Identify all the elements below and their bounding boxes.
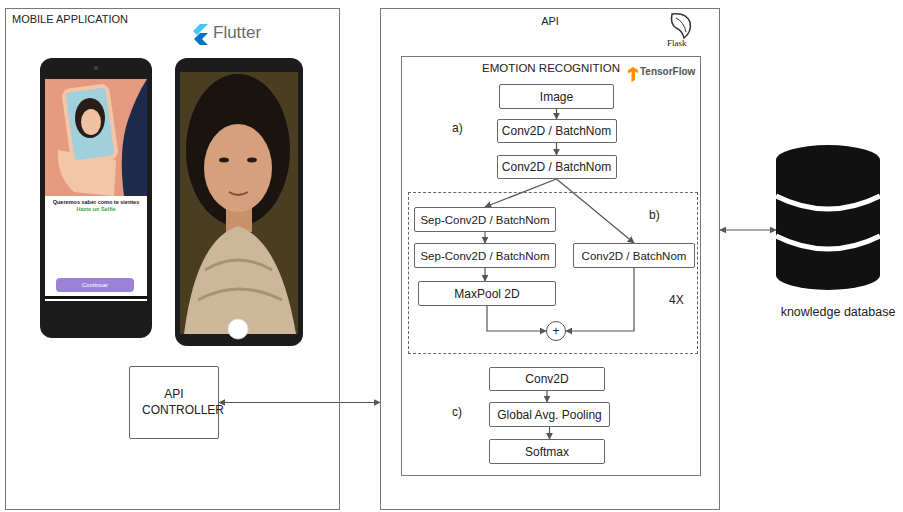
flask-logo [672,14,691,38]
flow-arrow [219,402,380,403]
box-label: MaxPool 2D [454,287,519,301]
flow-arrow [557,179,635,243]
flow-arrow [546,391,547,402]
database-node: knowledge database [776,140,900,325]
layer-box: Sep-Conv2D / BatchNom [414,243,556,268]
sleeve [122,79,147,196]
face [81,109,101,135]
phone-right [175,58,303,346]
phone-body [40,58,152,338]
brand-label: Flutter [213,23,261,43]
scarf-fold [198,260,282,300]
flow-arrow [566,268,634,331]
flow-arrow [720,229,776,230]
layer-box: Conv2D / BatchNom [497,155,617,179]
api-panel: APIEMOTION RECOGNITIONImageConv2D / Batc… [380,8,720,510]
hair [186,74,290,226]
flutter-logo [193,24,208,45]
layer-box: Softmax [489,439,605,464]
logo-part [194,33,208,45]
flow-arrow [556,143,557,155]
layer-box: MaxPool 2D [418,281,556,306]
phone-left [40,58,152,338]
database-label: knowledge database [776,305,900,319]
camera-dot [94,66,98,70]
flow-arrow [485,179,557,207]
eye [219,158,229,163]
layer-box: Image [499,84,614,109]
app-panel: MOBILE APPLICATION ContinuarAPI CONTROLLE… [5,8,340,510]
bottom-bar [45,296,147,299]
residual-block: b)4XSep-Conv2D / BatchNomSep-Conv2D / Ba… [408,192,698,354]
mouth [229,192,248,195]
step-label: c) [452,405,462,419]
flow-arrow [484,268,485,281]
box-label: Global Avg. Pooling [497,408,602,422]
box-label: Conv2D / BatchNom [502,124,611,138]
cylinder-band [776,236,880,249]
continue-button: Continuar [56,278,134,292]
database-cylinder [776,145,880,290]
box-label: Sep-Conv2D / BatchNom [420,214,549,226]
junction-symbol: + [552,324,559,338]
screen-art [45,79,147,196]
photo-background [180,72,298,334]
cylinder-body [776,160,880,275]
logo-part [672,14,691,38]
flow-arrow [556,109,557,119]
layer-box: Conv2D / BatchNom [573,243,695,268]
box-label: Conv2D [525,372,568,386]
logo-part [628,67,638,82]
panel-title: API [381,15,719,27]
box-label: Conv2D / BatchNom [502,160,611,174]
box-label: API CONTROLLER [142,387,206,418]
block-label: b) [649,208,660,222]
brand-label: TensorFlow [640,66,695,77]
logo-part [676,18,686,32]
panel-title: MOBILE APPLICATION [12,13,128,25]
cylinder-band [776,196,880,209]
face [204,124,272,212]
brand-label: Flask [667,38,687,48]
layer-box: Global Avg. Pooling [489,402,610,427]
shutter-button [228,319,248,339]
add-junction: + [546,321,566,341]
box-label: Sep-Conv2D / BatchNom [420,250,549,262]
box-label: Image [540,90,573,104]
box-label: Conv2D / BatchNom [582,250,687,262]
screen-text: Hazte un Selfie [45,206,147,212]
screen-text: Queremos saber como te sientes [45,199,147,205]
block-label: 4X [669,293,684,307]
held-phone [63,85,117,162]
cylinder-top [776,145,880,175]
model-panel: EMOTION RECOGNITIONImageConv2D / BatchNo… [401,56,701,476]
box-label: Softmax [525,445,569,459]
flow-arrow [484,232,485,243]
scarf [184,226,296,334]
cylinder-bottom [776,260,880,290]
layer-box: Conv2D [489,367,605,391]
step-label: a) [452,121,463,135]
controller-box: API CONTROLLER [129,366,219,439]
flow-arrow [549,427,550,439]
phone-body [175,58,303,346]
eye [247,158,257,163]
layer-box: Sep-Conv2D / BatchNom [414,207,556,232]
flow-arrow [487,306,546,331]
hair [75,98,105,138]
button-text: Continuar [82,282,108,288]
tensorflow-logo [628,67,638,82]
layer-box: Conv2D / BatchNom [497,119,617,143]
phone-screen [45,79,147,301]
